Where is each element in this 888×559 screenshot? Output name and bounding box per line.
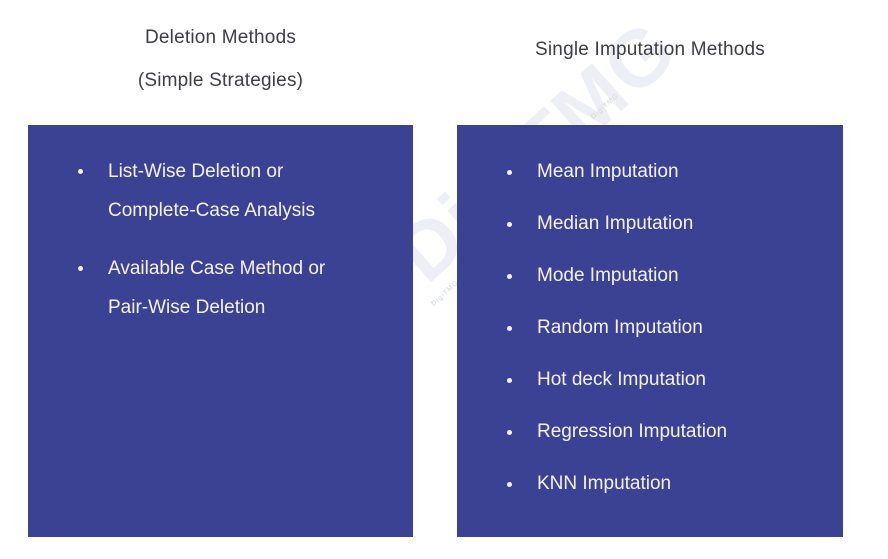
list-item-text: KNN Imputation [537, 473, 672, 494]
list-item: Hot deck Imputation [507, 354, 843, 406]
list-item: Regression Imputation [507, 406, 843, 458]
deletion-methods-title-line2: (Simple Strategies) [137, 70, 304, 91]
list-item: Median Imputation [507, 198, 843, 250]
list-item: Mode Imputation [507, 250, 843, 302]
list-item-text: Median Imputation [537, 213, 694, 234]
bullet-icon [78, 266, 83, 271]
imputation-methods-column: Single Imputation Methods Mean Imputatio… [457, 0, 843, 537]
bullet-icon [507, 377, 512, 383]
list-item-text: Mean Imputation [537, 161, 679, 182]
bullet-icon [507, 481, 512, 487]
list-item: Mean Imputation [507, 146, 843, 198]
bullet-icon [507, 325, 512, 331]
deletion-methods-column: Deletion Methods (Simple Strategies) Lis… [28, 0, 413, 537]
list-item-text: Regression Imputation [537, 421, 728, 442]
bullet-icon [507, 221, 512, 227]
bullet-icon [507, 273, 512, 279]
bullet-icon [507, 169, 512, 175]
deletion-methods-title-line1: Deletion Methods [144, 27, 297, 48]
bullet-icon [507, 429, 512, 435]
list-item: Random Imputation [507, 302, 843, 354]
list-item-text: Mode Imputation [537, 265, 679, 286]
imputation-methods-title: Single Imputation Methods [535, 39, 765, 60]
list-item: KNN Imputation [507, 458, 843, 510]
bullet-icon [78, 169, 83, 174]
list-item-text: Hot deck Imputation [537, 369, 706, 390]
list-item-text: Random Imputation [537, 317, 703, 338]
deletion-methods-title: Deletion Methods (Simple Strategies) [28, 27, 413, 92]
